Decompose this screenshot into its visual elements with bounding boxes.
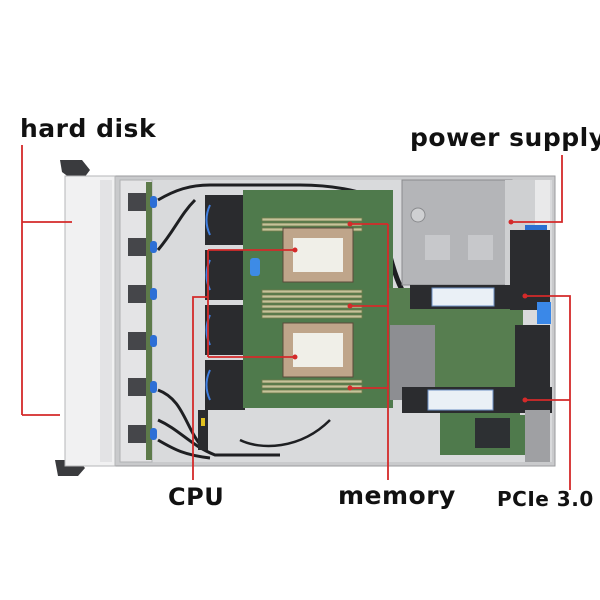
label-memory: memory (338, 481, 456, 510)
cpu-callout (192, 249, 295, 480)
raid-card (455, 410, 550, 462)
fan-bank (198, 195, 245, 450)
label-power-supply: power supply (410, 123, 600, 152)
hard-disk-callout (21, 145, 72, 416)
memory-dimms (261, 217, 363, 394)
hard-disk-backplane (119, 179, 157, 463)
pcie-risers (402, 230, 552, 413)
label-pcie: PCIe 3.0 (497, 487, 594, 511)
callout-lines (21, 145, 571, 490)
label-cpu: CPU (168, 483, 225, 511)
blue-latch (250, 258, 260, 276)
label-hard-disk: hard disk (20, 114, 157, 143)
cpu-heatsinks (282, 227, 354, 378)
pcie-callout (525, 295, 571, 490)
rack-ear-top (60, 160, 90, 178)
power-supply-callout (511, 155, 563, 223)
memory-callout (350, 223, 389, 480)
callout-dots (292, 219, 528, 403)
